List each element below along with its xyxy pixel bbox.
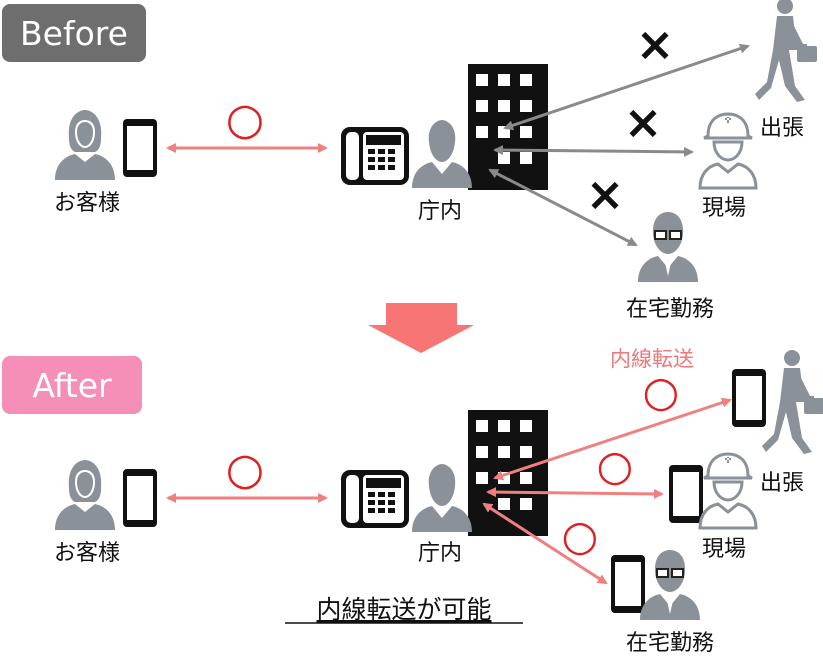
- after-trip-arrow: [493, 397, 732, 481]
- after-site-smartphone-icon: [669, 465, 703, 523]
- after-customer-person-icon: [55, 460, 115, 530]
- conclusion-text: 内線転送が可能: [316, 595, 491, 624]
- after-trip-smartphone-icon: [732, 369, 766, 427]
- after-site-arrow: [486, 487, 664, 499]
- after-site-label: 現場: [702, 537, 746, 562]
- after-office-label: 庁内: [418, 541, 462, 566]
- before-site-hardhat-icon: [698, 112, 758, 190]
- before-badge: Before: [2, 4, 146, 62]
- before-home-label: 在宅勤務: [626, 297, 714, 322]
- after-badge: After: [2, 356, 142, 414]
- customer-smartphone-icon: [123, 119, 157, 177]
- after-customer-label: お客様: [54, 541, 120, 566]
- after-home-arrow: [482, 502, 608, 585]
- after-trip-ok-mark: ○: [643, 367, 680, 416]
- customer-person-icon: [55, 110, 115, 180]
- after-home-label: 在宅勤務: [626, 631, 714, 656]
- after-customer-smartphone-icon: [123, 469, 157, 527]
- before-customer-label: お客様: [54, 191, 120, 216]
- after-trip-walker-icon: [762, 350, 823, 454]
- after-home-ok-mark: ○: [562, 511, 599, 560]
- before-trip-label: 出張: [760, 116, 804, 141]
- before-site-ng-mark: ×: [624, 95, 663, 149]
- before-home-glasses-worker-icon: [637, 211, 699, 283]
- before-site-label: 現場: [702, 196, 746, 221]
- after-home-glasses-worker-icon: [639, 549, 701, 621]
- after-site-hardhat-icon: [698, 452, 758, 530]
- before-desk-phone-icon: [341, 127, 409, 185]
- after-home-smartphone-icon: [611, 555, 645, 613]
- arrow-down-icon: [368, 303, 474, 353]
- before-office-label: 庁内: [418, 199, 462, 224]
- after-trip-label: 出張: [760, 471, 804, 496]
- before-home-ng-mark: ×: [586, 167, 625, 221]
- before-office-worker-icon: [412, 120, 472, 188]
- before-trip-walker-icon: [755, 0, 817, 102]
- after-office-worker-icon: [412, 464, 472, 532]
- after-desk-phone-icon: [341, 470, 409, 528]
- transfer-label: 内線転送: [610, 347, 694, 371]
- before-site-arrow: [493, 145, 694, 157]
- before-home-arrow: [488, 168, 638, 247]
- before-ok-mark: ○: [226, 94, 264, 145]
- after-site-ok-mark: ○: [597, 441, 634, 490]
- before-trip-ng-mark: ×: [636, 17, 675, 71]
- after-customer-ok-mark: ○: [226, 444, 264, 495]
- before-trip-arrow: [503, 43, 750, 131]
- after-badge-label: After: [32, 366, 112, 405]
- before-badge-label: Before: [20, 14, 128, 53]
